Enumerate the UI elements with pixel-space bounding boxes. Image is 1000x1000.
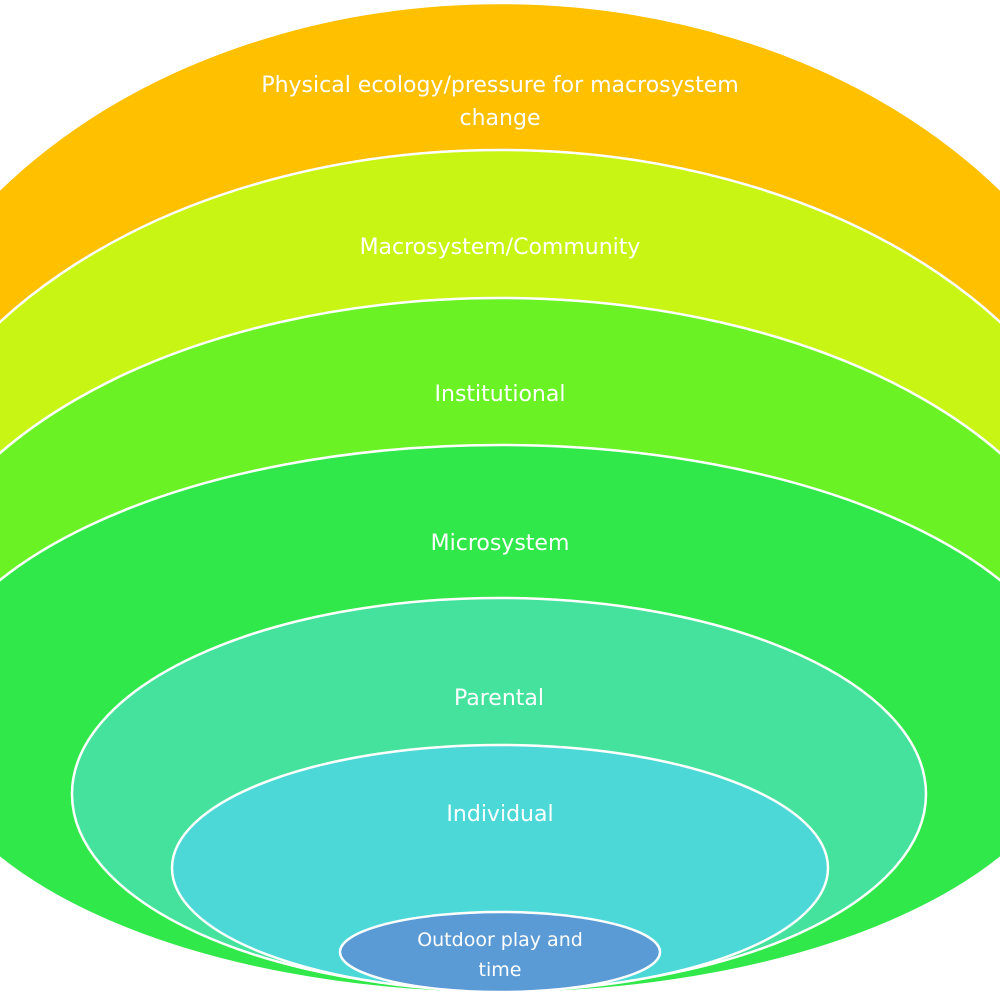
layer-label-individual: Individual [446,802,553,827]
layer-label-outdoor-play-and-time: time [479,959,522,981]
layer-ellipse-outdoor-play-and-time [338,910,662,994]
layer-label-physical-ecology: Physical ecology/pressure for macrosyste… [261,73,738,98]
layer-label-parental: Parental [454,686,544,711]
layer-label-institutional: Institutional [435,382,566,407]
layer-label-outdoor-play-and-time: Outdoor play and [417,929,583,951]
layer-label-physical-ecology: change [460,106,541,131]
layer-label-macrosystem-community: Macrosystem/Community [360,235,641,260]
layer-label-microsystem: Microsystem [431,531,570,556]
